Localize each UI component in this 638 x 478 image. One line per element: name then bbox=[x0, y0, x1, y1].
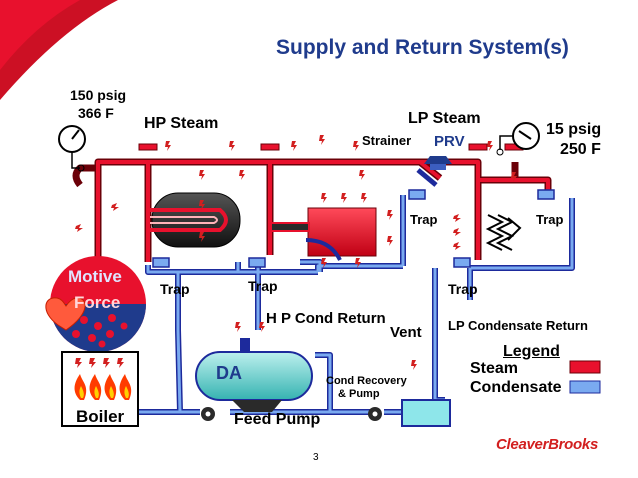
trap-label: Trap bbox=[248, 278, 278, 294]
legend-steam-swatch bbox=[569, 360, 601, 374]
lp-condensate-return-label: LP Condensate Return bbox=[448, 318, 588, 333]
gauge-icon bbox=[496, 122, 540, 156]
condensate-receiver bbox=[401, 399, 451, 427]
lp-pressure-label: 15 psig bbox=[546, 121, 602, 138]
boiler-label: Boiler bbox=[76, 407, 125, 426]
steam-piping-fill bbox=[96, 160, 550, 295]
da-label: DA bbox=[216, 363, 242, 383]
feed-pump-label: Feed Pump bbox=[234, 411, 321, 428]
strainer-label: Strainer bbox=[362, 133, 412, 148]
flame-icons bbox=[74, 374, 132, 400]
trap-label: Trap bbox=[410, 212, 438, 227]
pump-icon bbox=[368, 407, 382, 421]
air-handler bbox=[270, 207, 377, 261]
boiler bbox=[61, 351, 139, 427]
prv-label: PRV bbox=[434, 133, 465, 150]
cond-recovery-label: Cond Recovery bbox=[326, 375, 407, 387]
condensate-piping-fill bbox=[120, 195, 574, 414]
heart-icon bbox=[45, 297, 86, 331]
lp-steam-label: LP Steam bbox=[408, 110, 481, 127]
hp-steam-label: HP Steam bbox=[144, 115, 219, 132]
hp-cond-return-label: H P Cond Return bbox=[266, 310, 386, 327]
page-number: 3 bbox=[313, 452, 319, 463]
heat-exchanger bbox=[150, 192, 241, 248]
trap-label: Trap bbox=[536, 212, 564, 227]
legend-condensate-swatch bbox=[569, 380, 601, 394]
trap-icons bbox=[152, 189, 555, 268]
legend-steam-label: Steam bbox=[470, 360, 519, 377]
vent-label: Vent bbox=[390, 324, 422, 341]
prv-valve bbox=[416, 156, 452, 187]
pump-icon bbox=[201, 407, 215, 421]
force-label: Force bbox=[74, 293, 121, 312]
corner-swoosh-highlight bbox=[0, 0, 80, 70]
page-title: Supply and Return System(s) bbox=[276, 36, 569, 59]
heat-arrow-icons bbox=[75, 135, 517, 370]
arrow-icons bbox=[75, 358, 124, 368]
motive-label: Motive bbox=[68, 267, 122, 286]
legend-condensate-label: Condensate bbox=[470, 379, 562, 396]
legend-title: Legend bbox=[503, 343, 560, 360]
fan-coil bbox=[485, 214, 522, 251]
trap-label: Trap bbox=[160, 281, 190, 297]
motive-force bbox=[50, 256, 146, 352]
gauge-icon bbox=[58, 125, 86, 172]
brand-logo: CleaverBrooks bbox=[496, 436, 598, 453]
da-tank bbox=[195, 338, 313, 412]
hp-pressure-label: 150 psig bbox=[70, 87, 127, 103]
cond-pump-label: & Pump bbox=[338, 388, 380, 400]
lp-temperature-label: 250 F bbox=[560, 141, 601, 158]
trap-label: Trap bbox=[448, 281, 478, 297]
hp-temperature-label: 366 F bbox=[78, 105, 114, 121]
flanges bbox=[138, 143, 524, 151]
